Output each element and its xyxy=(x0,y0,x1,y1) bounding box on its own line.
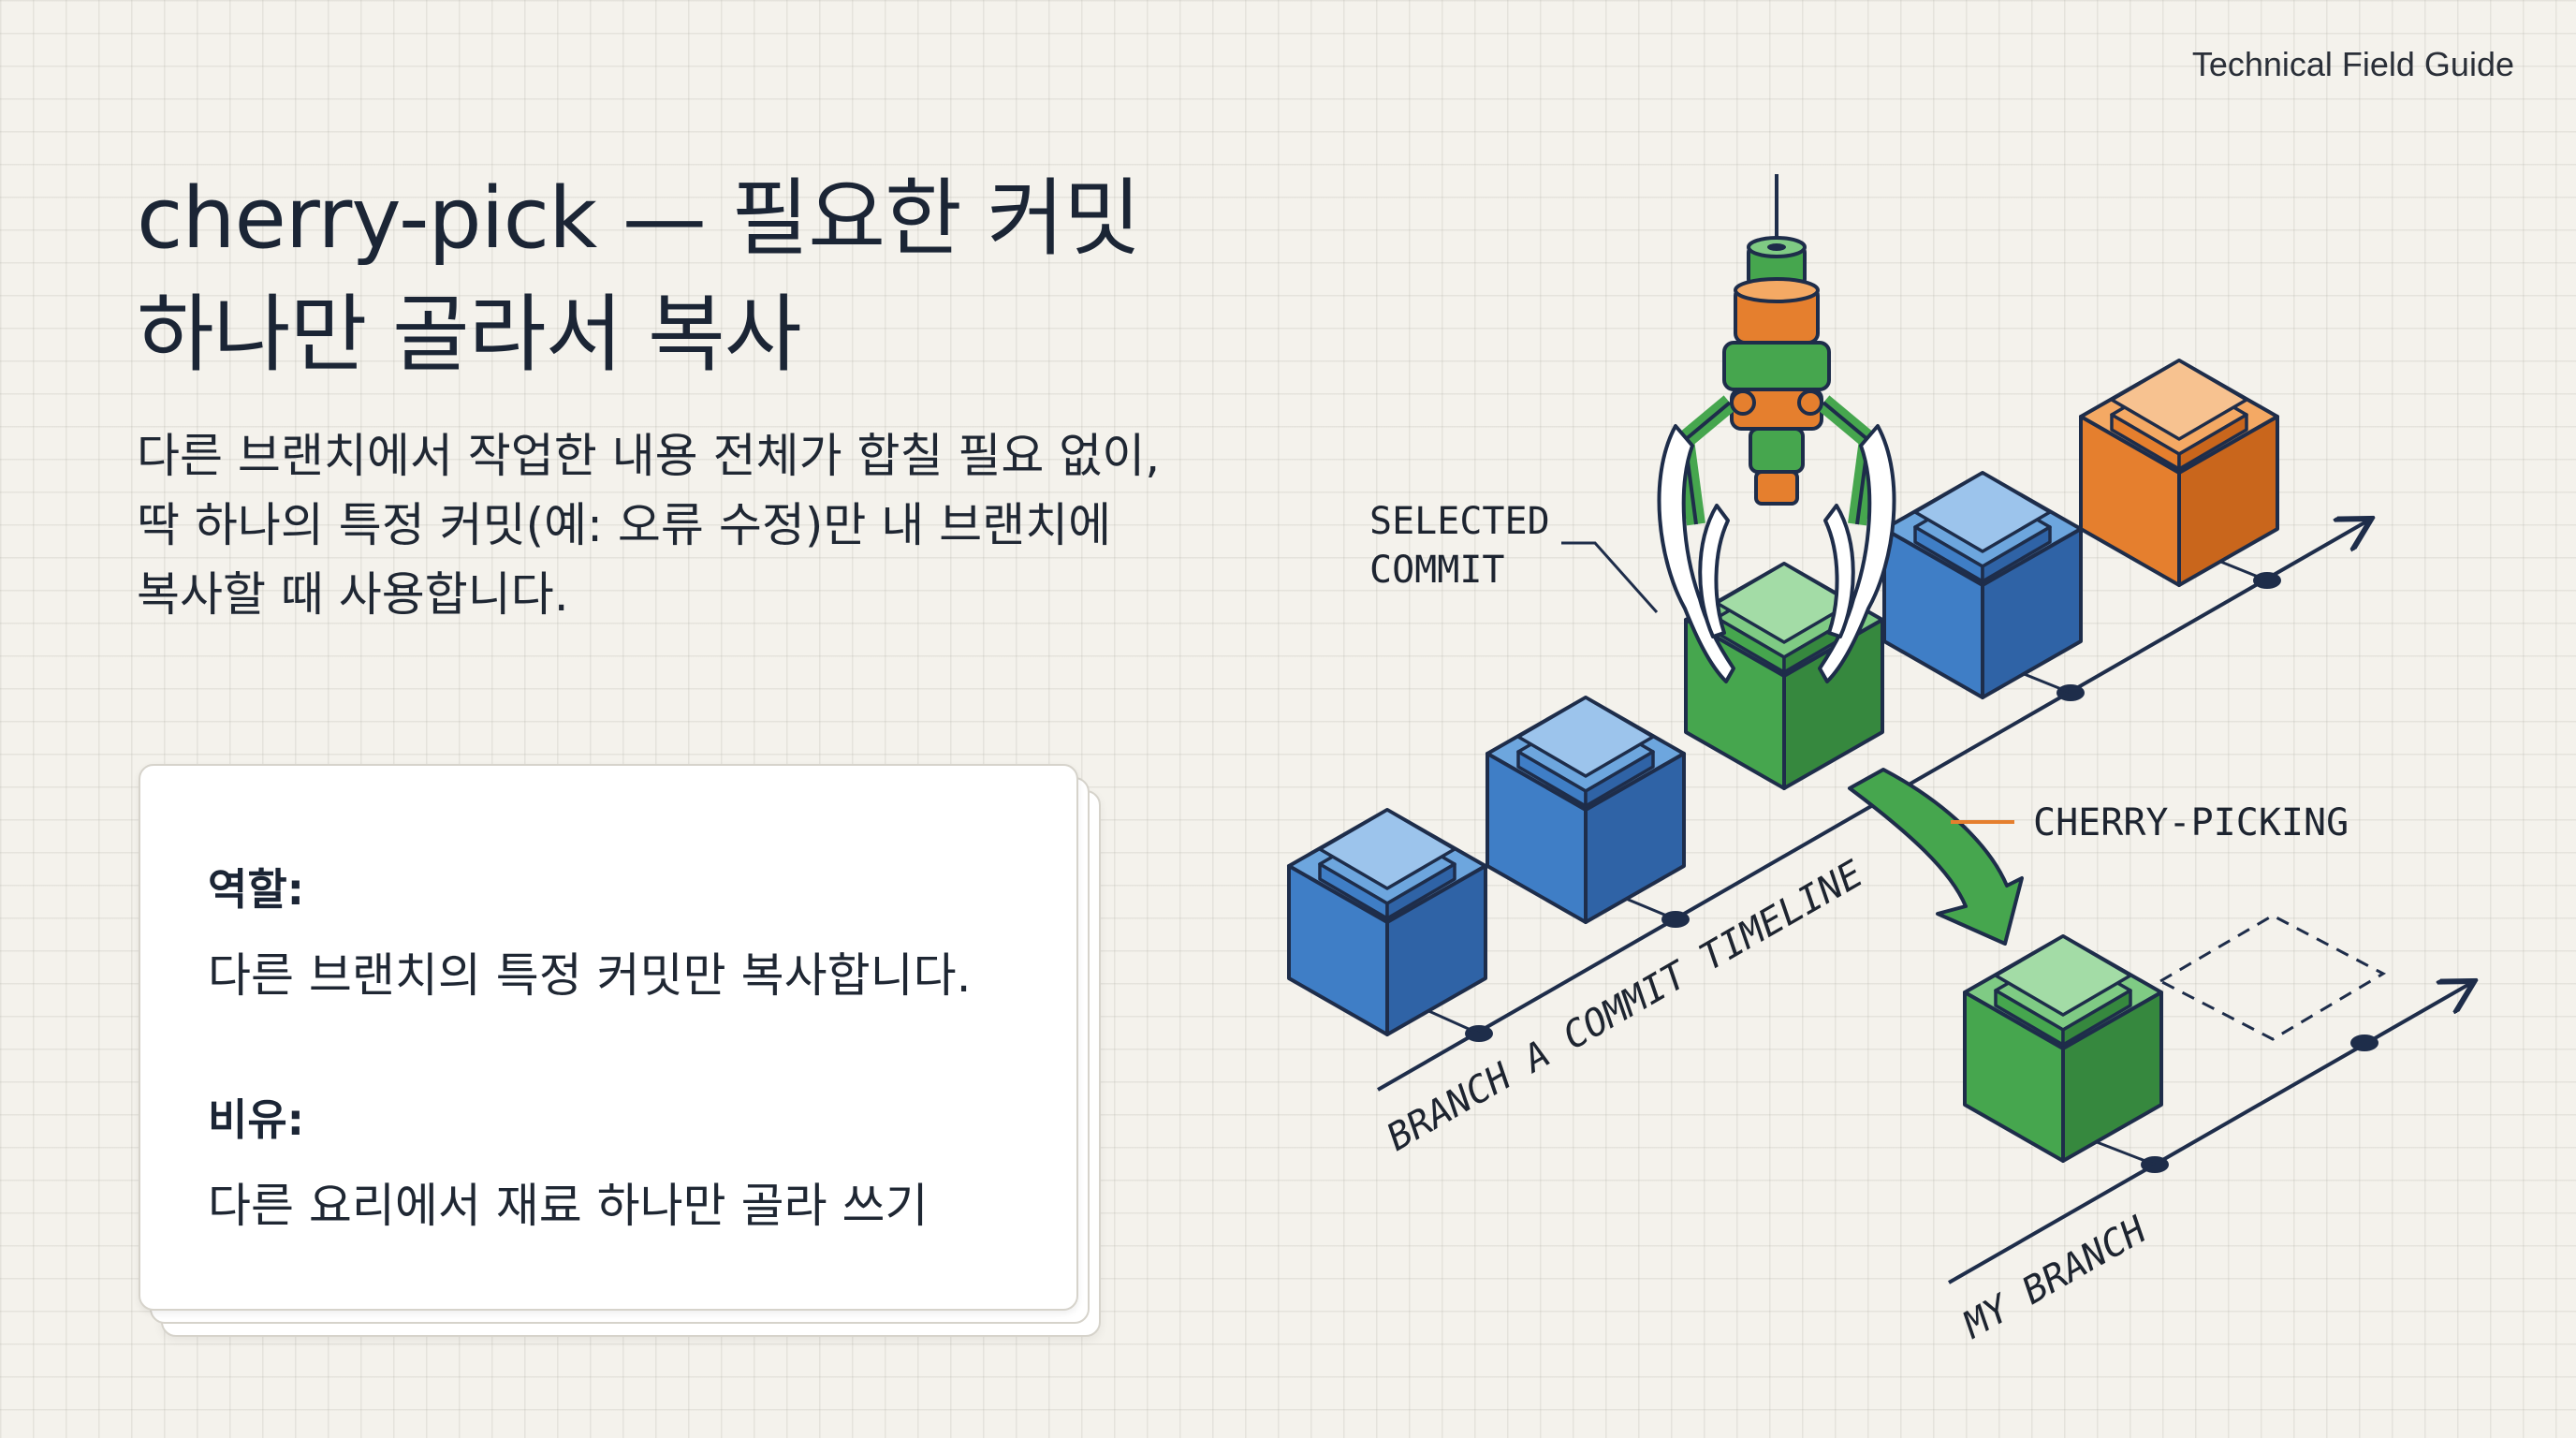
role-text: 다른 브랜치의 특정 커밋만 복사합니다. xyxy=(208,948,972,1003)
commit-dot xyxy=(2350,1034,2378,1051)
analogy-text: 다른 요리에서 재료 하나만 골라 쓰기 xyxy=(208,1179,929,1233)
description: 다른 브랜치에서 작업한 내용 전체가 합칠 필요 없이, 딱 하나의 특정 커… xyxy=(137,421,1260,629)
description-line-2: 딱 하나의 특정 커밋(예: 오류 수정)만 내 브랜치에 xyxy=(137,498,1112,552)
info-card-stack: 역할: 다른 브랜치의 특정 커밋만 복사합니다. 비유: 다른 요리에서 재료… xyxy=(139,764,1101,1337)
selected-commit-label-line-1: SELECTED xyxy=(1369,500,1550,543)
guide-label: Technical Field Guide xyxy=(2191,45,2514,83)
selected-commit-leader-line xyxy=(1561,541,1659,613)
title-line-2: 하나만 골라서 복사 xyxy=(137,286,802,384)
my-branch-timeline xyxy=(1948,983,2471,1284)
analogy-heading: 비유: xyxy=(208,1094,305,1145)
page-title: cherry-pick — 필요한 커밋 하나만 골라서 복사 xyxy=(137,161,1316,393)
commit-cube-blue xyxy=(1287,808,1487,1036)
description-line-1: 다른 브랜치에서 작업한 내용 전체가 합칠 필요 없이, xyxy=(137,429,1161,483)
selected-commit-label-line-2: COMMIT xyxy=(1369,549,1505,592)
commit-cube-orange xyxy=(2079,359,2279,587)
cherry-pick-arrow-icon xyxy=(1848,768,2024,946)
empty-commit-slot xyxy=(2157,914,2387,1041)
commit-cube-blue xyxy=(1486,696,1686,924)
cherry-picking-label: CHERRY-PICKING xyxy=(2033,801,2349,844)
info-card: 역할: 다른 브랜치의 특정 커밋만 복사합니다. 비유: 다른 요리에서 재료… xyxy=(139,764,1078,1311)
picked-commit-cube xyxy=(1963,934,2163,1163)
my-branch-label: MY BRANCH xyxy=(1954,1208,2154,1347)
description-line-3: 복사할 때 사용합니다. xyxy=(137,567,569,622)
robot-claw-icon xyxy=(1657,174,1896,683)
role-heading: 역할: xyxy=(208,864,305,915)
title-line-1: cherry-pick — 필요한 커밋 xyxy=(137,169,1141,268)
commit-cube-blue xyxy=(1882,471,2083,699)
